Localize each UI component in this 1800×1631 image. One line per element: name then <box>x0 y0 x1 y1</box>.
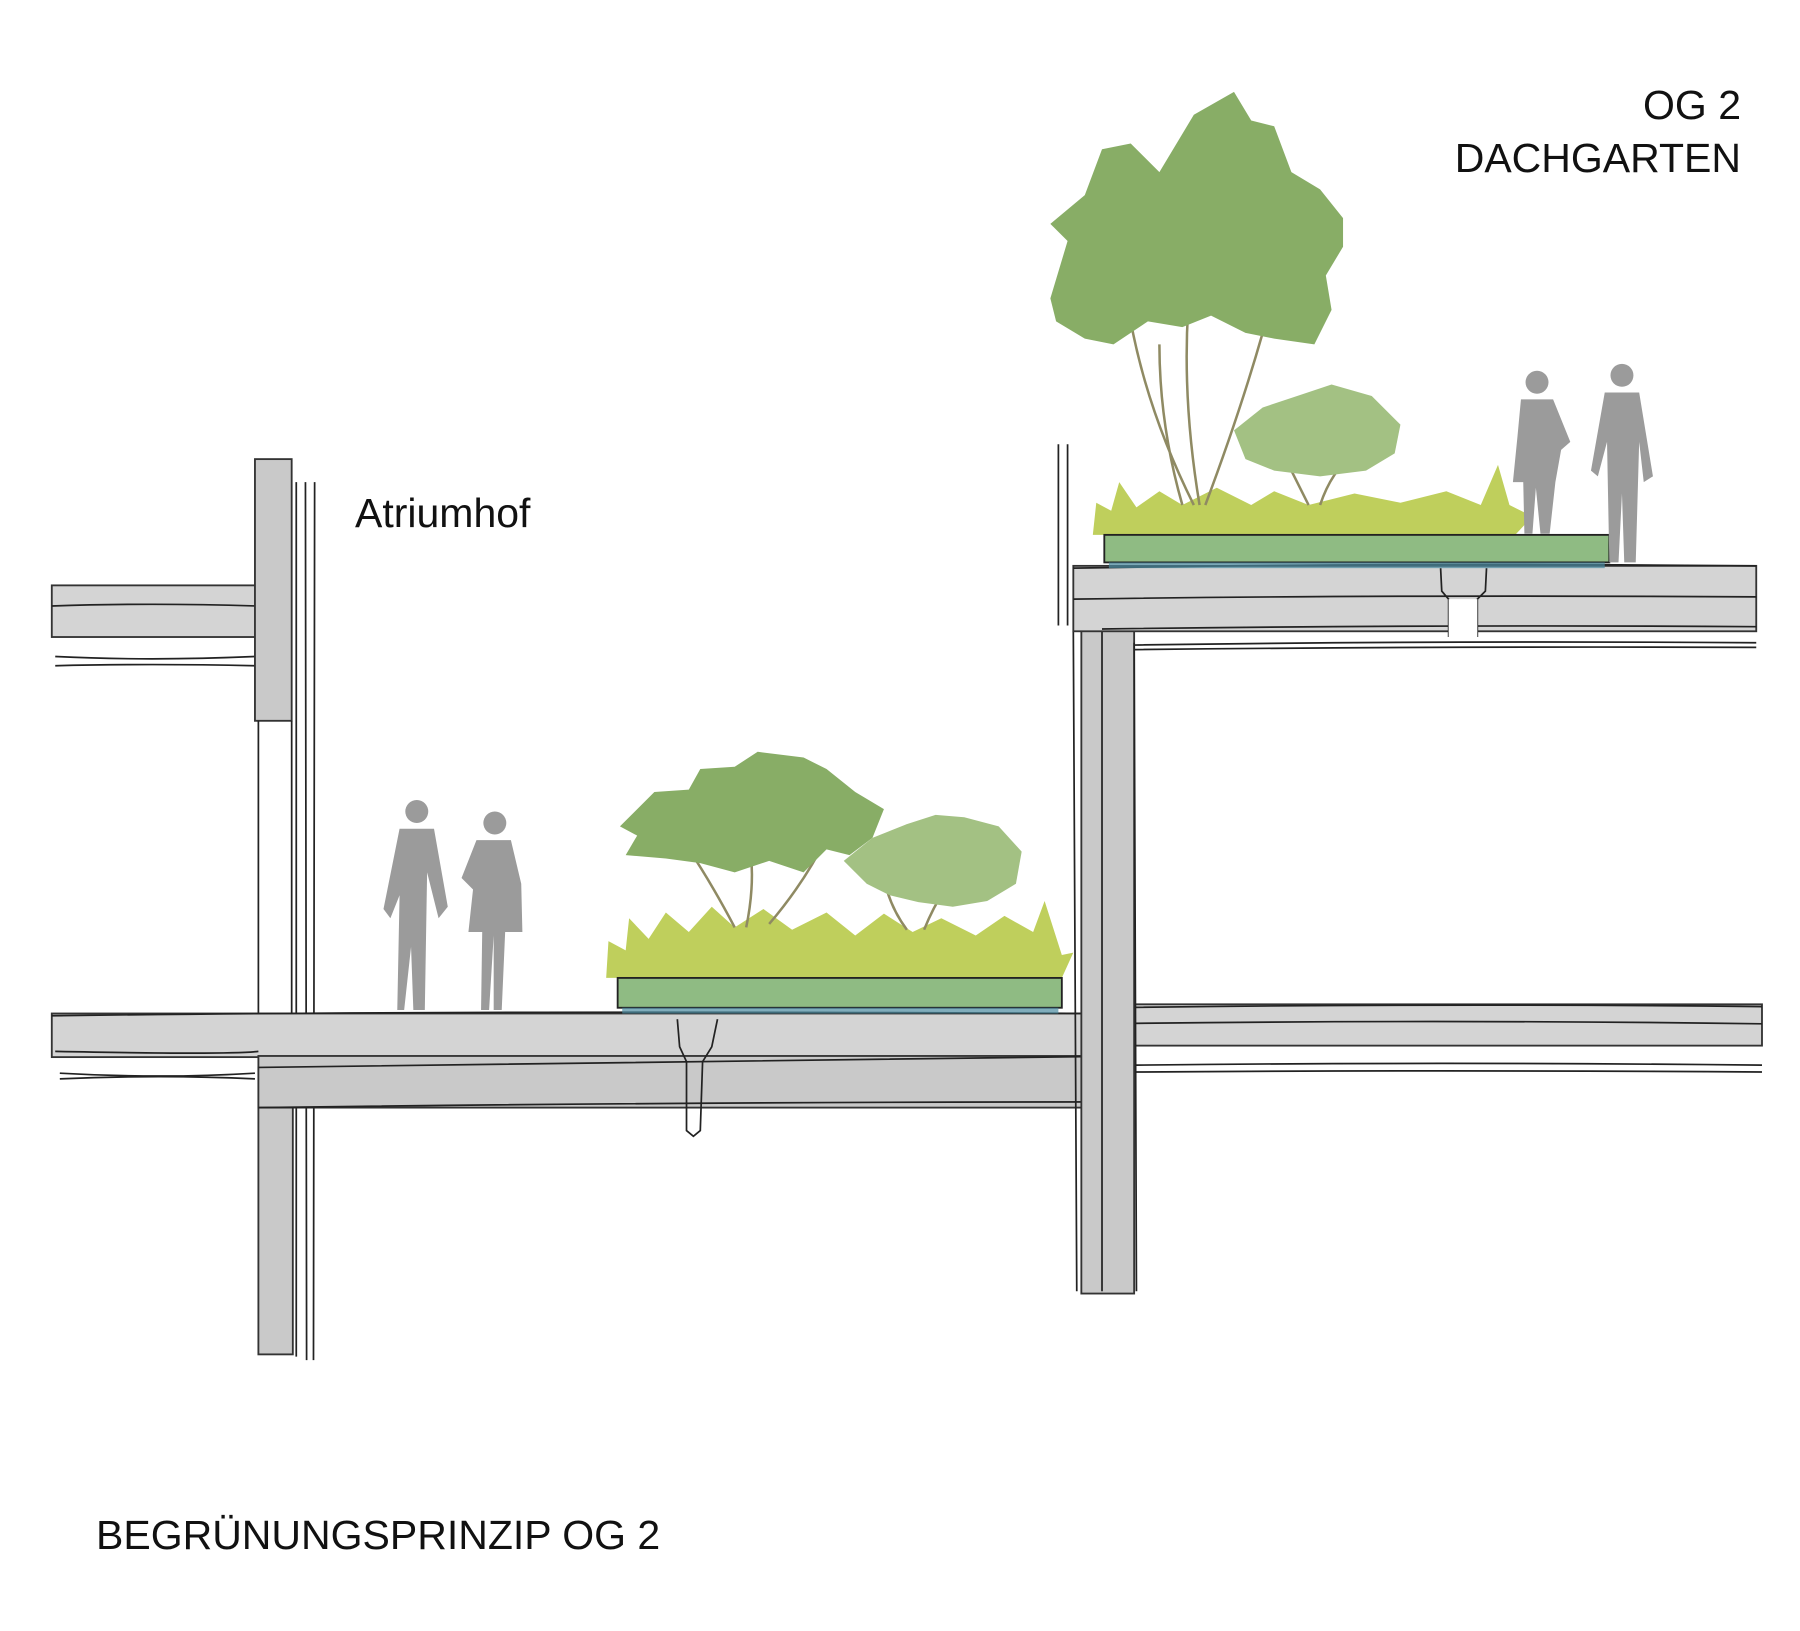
grass <box>1092 464 1533 535</box>
roof-garden-label: DACHGARTEN <box>1454 135 1741 181</box>
person-woman-atrium <box>461 811 523 1011</box>
upper-left-slab <box>50 584 260 667</box>
small-tree <box>1234 384 1401 506</box>
atrium-label: Atriumhof <box>355 490 531 536</box>
person-man-atrium <box>383 800 448 1011</box>
tree-light <box>843 814 1022 931</box>
right-floor-slab <box>1101 1003 1763 1073</box>
large-tree <box>1050 91 1344 506</box>
atrium-planter <box>606 751 1074 1014</box>
grass <box>606 901 1074 978</box>
level-label: OG 2 <box>1643 82 1741 128</box>
left-column <box>254 458 316 1361</box>
person-man-roof <box>1590 363 1653 563</box>
person-woman-roof <box>1512 370 1571 534</box>
roof-slab <box>1072 563 1758 651</box>
roof-planter <box>1050 91 1611 569</box>
tree-dark <box>619 751 884 928</box>
right-column <box>1057 444 1138 1295</box>
atrium-floor-slab <box>50 1011 1132 1138</box>
drawing-title: BEGRÜNUNGSPRINZIP OG 2 <box>96 1512 661 1558</box>
